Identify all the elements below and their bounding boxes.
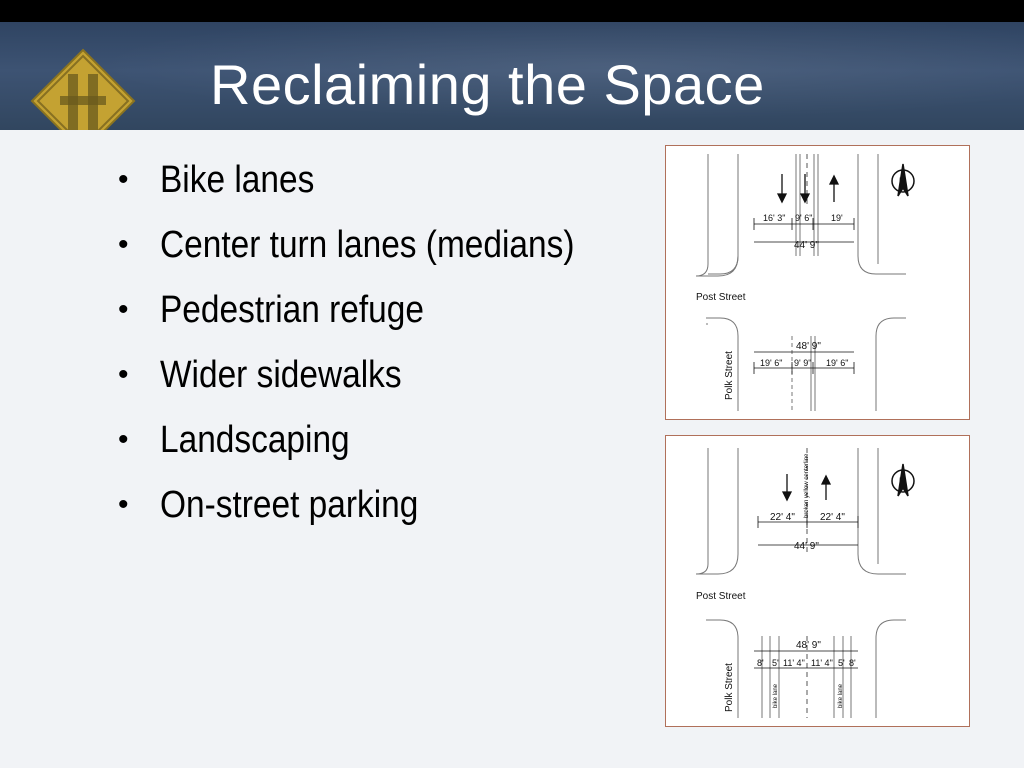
dim-label: 11' 4" — [811, 658, 833, 668]
dim-total-label: 44' 9" — [794, 240, 819, 251]
bullet-dot: • — [118, 293, 129, 326]
cross-street-label: Post Street — [696, 591, 746, 602]
bullet-dot: • — [118, 228, 129, 261]
road-sign-icon — [30, 48, 136, 130]
dim-label: 5' — [772, 658, 779, 668]
dim-label: 19' — [831, 213, 843, 223]
dim-label: 8' — [757, 658, 764, 668]
main-street-label: Polk Street — [724, 351, 735, 400]
dim-label: 5' — [838, 658, 845, 668]
bullet-item: •Pedestrian refuge — [118, 280, 631, 345]
bullet-item: •Landscaping — [118, 410, 631, 475]
dim-total-label: 48' 9" — [796, 341, 821, 352]
slide-title: Reclaiming the Space — [210, 53, 765, 116]
dim-label: 22' 4" — [820, 512, 845, 523]
bullet-dot: • — [118, 358, 129, 391]
title-banner: Reclaiming the Space — [0, 22, 1024, 130]
dim-label: 11' 4" — [783, 658, 805, 668]
dim-label: 16' 3" — [763, 213, 785, 223]
bike-lane-label: bike lane — [773, 683, 779, 708]
bullet-item: •Center turn lanes (medians) — [118, 215, 631, 280]
dim-label: 19' 6" — [760, 358, 782, 368]
svg-text:N: N — [899, 476, 906, 486]
north-arrow-icon: N — [891, 463, 915, 497]
bullet-list: •Bike lanes •Center turn lanes (medians)… — [118, 150, 631, 540]
dim-label: 19' 6" — [826, 358, 848, 368]
dim-label: 9' 9" — [794, 358, 811, 368]
bullet-item: •On-street parking — [118, 475, 631, 540]
cross-street-label: Post Street — [696, 292, 746, 303]
dim-total-label: 44' 9" — [794, 541, 819, 552]
dim-label: 9' 6" — [795, 213, 812, 223]
top-black-bar — [0, 0, 1024, 22]
north-arrow-icon: N — [891, 163, 915, 197]
centerline-label: broken yellow centerline — [804, 453, 810, 518]
bullet-dot: • — [118, 488, 129, 521]
dim-label: 22' 4" — [770, 512, 795, 523]
bullet-dot: • — [118, 163, 129, 196]
svg-text:N: N — [899, 176, 906, 186]
bullet-dot: • — [118, 423, 129, 456]
street-diagram-before: N 16' 3" 9' 6" 19' 44' 9" Post Street 48… — [665, 145, 970, 420]
main-street-label: Polk Street — [724, 663, 735, 712]
street-diagram-after: broken yellow centerline N 22' 4" 22' 4"… — [665, 435, 970, 727]
bike-lane-label: bike lane — [838, 683, 844, 708]
dim-label: 8' — [849, 658, 856, 668]
bullet-item: •Bike lanes — [118, 150, 631, 215]
dim-total-label: 48' 9" — [796, 640, 821, 651]
bullet-item: •Wider sidewalks — [118, 345, 631, 410]
